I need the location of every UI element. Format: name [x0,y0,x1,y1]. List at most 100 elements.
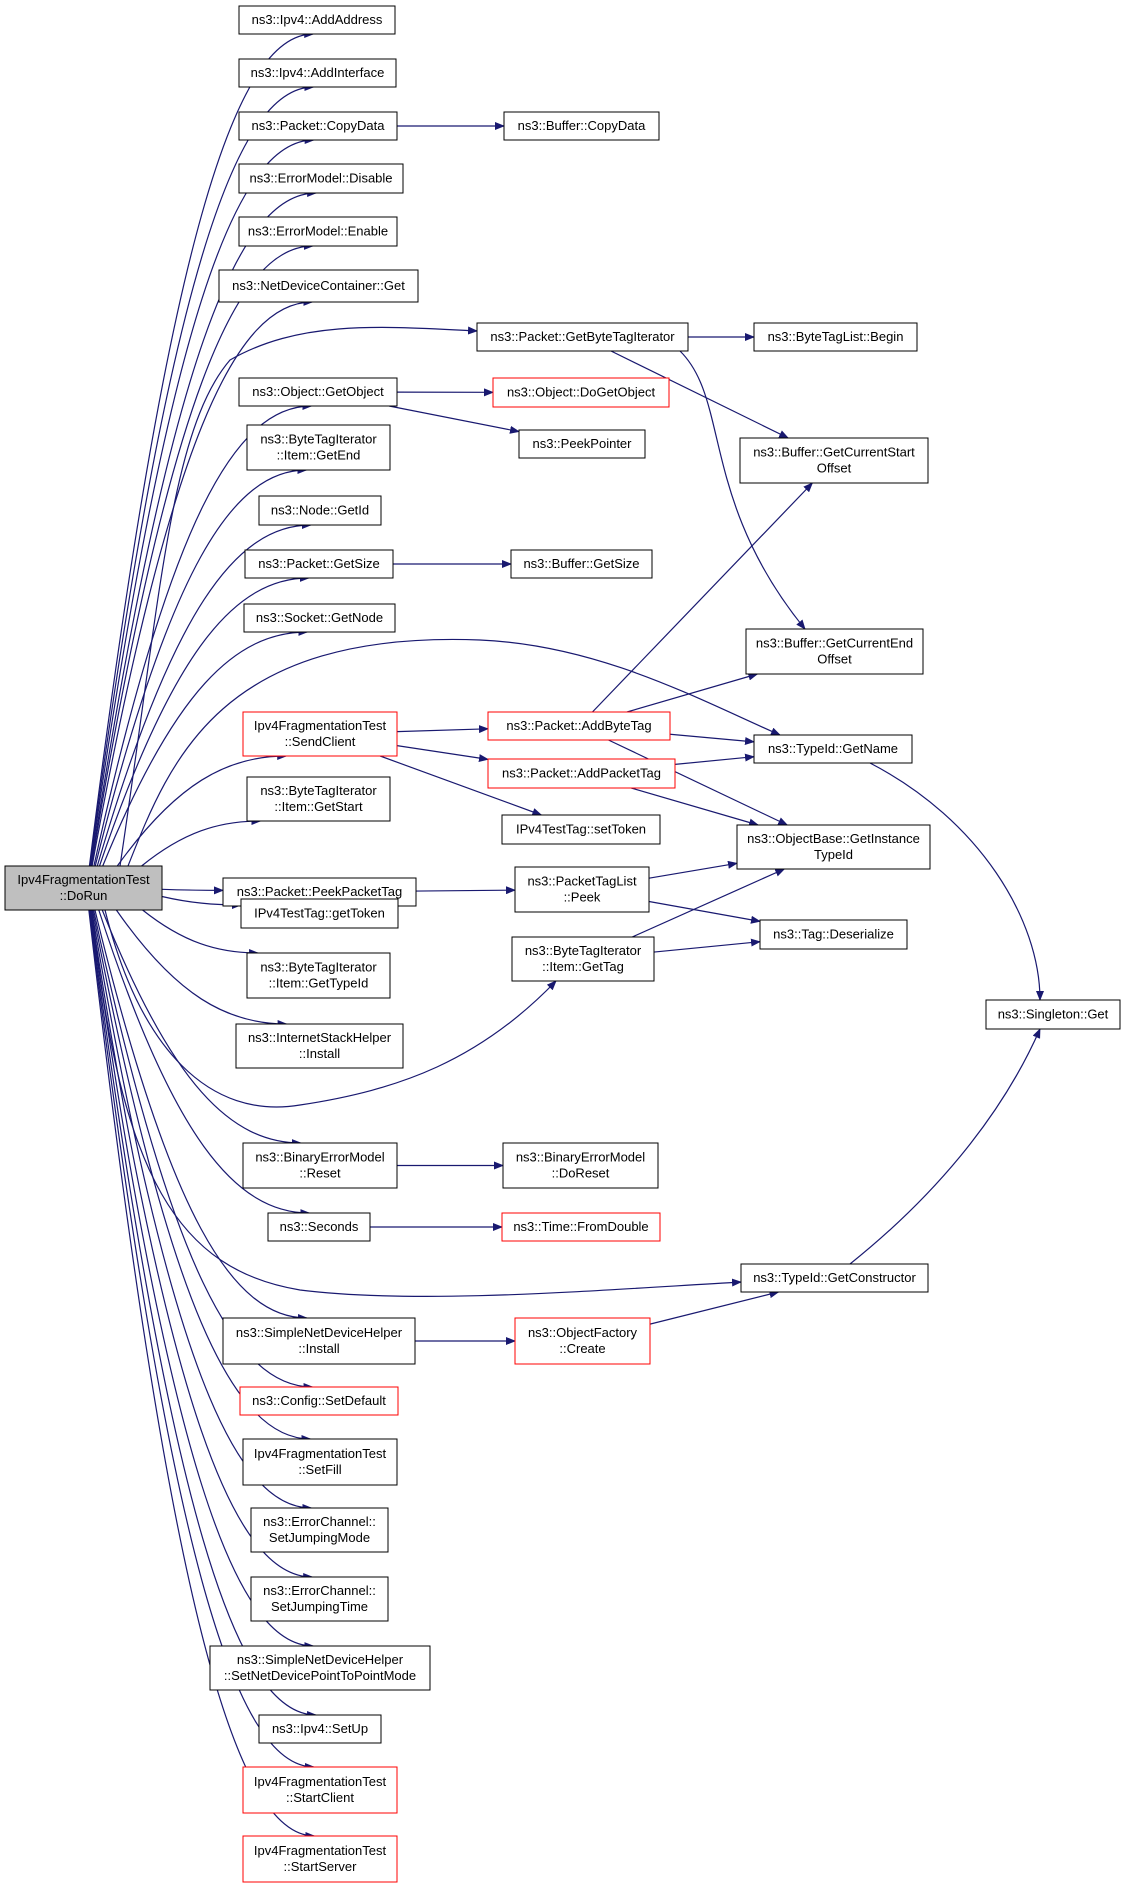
node-sendclient[interactable]: Ipv4FragmentationTest::SendClient [242,711,398,757]
node-socket-getnode[interactable]: ns3::Socket::GetNode [243,603,396,633]
node-startserver[interactable]: Ipv4FragmentationTest::StartServer [242,1835,398,1883]
node-box [238,216,398,247]
node-tag-deserialize[interactable]: ns3::Tag::Deserialize [759,919,908,950]
node-packet-getbytetagiterator[interactable]: ns3::Packet::GetByteTagIterator [476,322,689,352]
node-box [503,111,660,141]
node-buffer-copydata[interactable]: ns3::Buffer::CopyData [503,111,660,141]
edge-packet-addbytetag-to-buffer-getcurrentendoffset [626,672,759,713]
edge-bytetagiterator-item-gettag-to-tag-deserialize [653,938,761,953]
node-objectfactory-create[interactable]: ns3::ObjectFactory::Create [514,1317,651,1365]
node-label: ::Item::GetEnd [277,448,361,463]
edge-root-to-seconds [98,909,311,1217]
node-bytetagiterator-item-getend[interactable]: ns3::ByteTagIterator::Item::GetEnd [246,424,391,471]
node-errormodel-enable[interactable]: ns3::ErrorModel::Enable [238,216,398,247]
node-label: ns3::Socket::GetNode [256,610,383,625]
node-label: ns3::ObjectFactory [528,1325,638,1340]
node-label: ns3::Singleton::Get [998,1007,1109,1022]
node-internetstackhelper-install[interactable]: ns3::InternetStackHelper::Install [235,1023,404,1069]
node-peekpointer[interactable]: ns3::PeekPointer [518,429,646,459]
node-simplenetdevicehelper-install[interactable]: ns3::SimpleNetDeviceHelper::Install [222,1317,416,1365]
node-typeid-getconstructor[interactable]: ns3::TypeId::GetConstructor [740,1263,929,1293]
edge-root-to-internetstackhelper-install [115,909,288,1028]
node-config-setdefault[interactable]: ns3::Config::SetDefault [239,1386,399,1416]
edge-root-to-ipv4-addaddress [88,30,315,867]
node-box [753,734,913,764]
edge-packet-getbytetagiterator-to-buffer-getcurrentstartoffset [610,350,790,439]
node-seconds[interactable]: ns3::Seconds [267,1212,371,1242]
node-ipv4-setup[interactable]: ns3::Ipv4::SetUp [258,1714,382,1744]
node-label: ns3::ErrorChannel:: [263,1514,376,1529]
node-label: Ipv4FragmentationTest [254,1843,387,1858]
node-label: ns3::ByteTagList::Begin [768,329,904,344]
node-errormodel-disable[interactable]: ns3::ErrorModel::Disable [238,163,404,194]
edge-root-to-errorchannel-setjumpingmode [90,909,313,1512]
node-box [514,866,650,913]
node-errorchannel-setjumpingtime[interactable]: ns3::ErrorChannel::SetJumpingTime [250,1576,389,1622]
node-label: ns3::Object::DoGetObject [507,385,656,400]
node-time-fromdouble[interactable]: ns3::Time::FromDouble [501,1212,661,1242]
node-simplenetdevicehelper-setnetdevicepointtopointmode[interactable]: ns3::SimpleNetDeviceHelper::SetNetDevice… [209,1645,431,1691]
node-box [242,1142,398,1189]
node-packettaglist-peek[interactable]: ns3::PacketTagList::Peek [514,866,650,913]
node-label: ns3::Packet::AddByteTag [506,718,651,733]
node-packet-addpackettag[interactable]: ns3::Packet::AddPacketTag [487,758,676,789]
node-packet-addbytetag[interactable]: ns3::Packet::AddByteTag [487,711,671,741]
node-label: IPv4TestTag::getToken [254,906,385,921]
node-node-getid[interactable]: ns3::Node::GetId [258,495,382,526]
node-label: Offset [817,461,852,476]
node-singleton-get[interactable]: ns3::Singleton::Get [985,999,1121,1030]
node-ipv4-addaddress[interactable]: ns3::Ipv4::AddAddress [238,5,396,35]
node-label: Offset [817,652,852,667]
node-label: ::StartServer [284,1859,358,1874]
node-box [736,824,931,870]
edge-packet-addbytetag-to-objectbase-getinstancetypeid [608,739,789,826]
node-label: ::Install [299,1046,340,1061]
node-ipv4-addinterface[interactable]: ns3::Ipv4::AddInterface [238,58,397,88]
node-object-dogetobject[interactable]: ns3::Object::DoGetObject [492,377,670,408]
edge-root-to-bytetagiterator-item-getstart [141,817,262,867]
node-netdevicecontainer-get[interactable]: ns3::NetDeviceContainer::Get [218,269,419,303]
node-ipv4testtag-settoken[interactable]: IPv4TestTag::setToken [501,814,661,845]
edge-packet-addbytetag-to-typeid-getname [669,733,755,746]
node-errorchannel-setjumpingmode[interactable]: ns3::ErrorChannel::SetJumpingMode [250,1507,389,1553]
edge-root-to-sendclient [116,752,288,867]
node-box [242,1766,398,1814]
node-bytetagiterator-item-gettag[interactable]: ns3::ByteTagIterator::Item::GetTag [511,936,655,982]
edge-packet-getbytetagiterator-to-buffer-getcurrentendoffset [679,350,806,630]
node-label: ns3::Packet::GetSize [258,556,379,571]
node-box [740,1263,929,1293]
node-label: ns3::Config::SetDefault [252,1393,386,1408]
node-buffer-getsize[interactable]: ns3::Buffer::GetSize [510,549,653,579]
edge-root-to-object-getobject [93,402,313,867]
node-label: ns3::Ipv4::SetUp [272,1721,368,1736]
node-label: ns3::Packet::AddPacketTag [502,766,661,781]
node-box [518,429,646,459]
node-root[interactable]: Ipv4FragmentationTest::DoRun [4,865,163,911]
node-binaryerrormodel-reset[interactable]: ns3::BinaryErrorModel::Reset [242,1142,398,1189]
node-ipv4testtag-gettoken[interactable]: IPv4TestTag::getToken [240,898,399,929]
node-packet-getsize[interactable]: ns3::Packet::GetSize [244,549,394,579]
node-packet-copydata[interactable]: ns3::Packet::CopyData [238,111,398,141]
node-box [759,919,908,950]
node-label: TypeId [814,847,853,862]
node-label: IPv4TestTag::setToken [516,822,646,837]
node-bytetagiterator-item-gettypeid[interactable]: ns3::ByteTagIterator::Item::GetTypeId [246,952,391,999]
node-label: ns3::ByteTagIterator [525,943,642,958]
node-bytetaglist-begin[interactable]: ns3::ByteTagList::Begin [753,322,918,352]
edge-root-to-simplenetdevicehelper-setnetdevicepointtopointmode [89,909,315,1650]
node-box [258,1714,382,1744]
node-typeid-getname[interactable]: ns3::TypeId::GetName [753,734,913,764]
edge-root-to-packet-getsize [98,574,310,867]
node-bytetagiterator-item-getstart[interactable]: ns3::ByteTagIterator::Item::GetStart [246,776,391,822]
node-label: ns3::ErrorModel::Enable [248,224,388,239]
node-label: ::Peek [564,890,601,905]
edge-root-to-config-setdefault [93,909,314,1391]
node-object-getobject[interactable]: ns3::Object::GetObject [238,377,398,407]
node-binaryerrormodel-doreset[interactable]: ns3::BinaryErrorModel::DoReset [502,1142,659,1189]
node-startclient[interactable]: Ipv4FragmentationTest::StartClient [242,1766,398,1814]
node-setfill[interactable]: Ipv4FragmentationTest::SetFill [242,1438,398,1486]
node-box [267,1212,371,1242]
